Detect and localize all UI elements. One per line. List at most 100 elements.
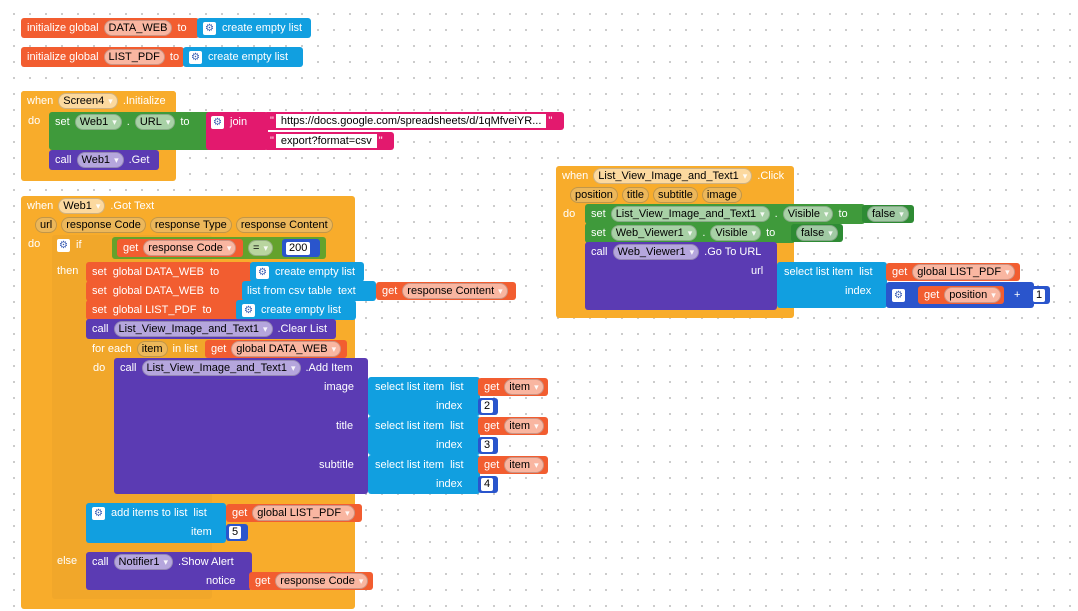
url-string-field[interactable]: https://docs.google.com/spreadsheets/d/1… [275,114,547,128]
number-field[interactable]: 1 [1033,288,1046,302]
create-empty-list-label: create empty list [261,304,342,316]
component-dropdown[interactable]: Web_Viewer1 [610,225,698,241]
number-field[interactable]: 4 [481,477,494,491]
get-label: get [924,289,940,301]
to-label: to [209,285,220,297]
get-label: get [232,507,248,519]
to-label: to [766,227,776,239]
dot-label: . [702,227,706,239]
param-position[interactable]: position [570,187,618,203]
set-data-web-block[interactable] [86,262,252,282]
param-response-content[interactable]: response Content [235,217,333,233]
csv-string-field[interactable]: export?format=csv [275,134,377,148]
variable-dropdown[interactable]: response Code [275,573,369,589]
else-label: else [57,555,78,567]
set-label: set [92,285,107,297]
to-label: to [838,208,848,220]
method-label: .Clear List [277,323,328,335]
get-label: get [382,285,398,297]
select-list-item-block[interactable] [368,377,480,416]
param-response-type[interactable]: response Type [149,217,232,233]
create-empty-list-block[interactable] [197,18,311,38]
set-data-web-csv-block[interactable] [86,281,244,301]
variable-dropdown[interactable]: global LIST_PDF [252,505,355,521]
variable-dropdown[interactable]: item [504,418,544,434]
create-empty-list-label: create empty list [275,266,356,278]
component-dropdown[interactable]: List_View_Image_and_Text1 [141,360,301,376]
list-from-csv-block[interactable] [242,281,376,301]
number-field[interactable]: 200 [286,241,311,255]
method-label: .Go To URL [704,246,762,258]
gear-icon[interactable]: ⚙ [57,238,70,252]
component-dropdown[interactable]: List_View_Image_and_Text1 [113,321,273,337]
then-label: then [57,265,79,277]
create-empty-list-block[interactable] [183,47,303,67]
to-label: to [177,22,187,34]
component-dropdown[interactable]: List_View_Image_and_Text1 [610,206,770,222]
component-dropdown[interactable]: Notifier1 [113,554,174,570]
variable-dropdown[interactable]: item [504,457,544,473]
gear-icon[interactable]: ⚙ [92,506,105,520]
operator-dropdown[interactable]: = [248,240,273,256]
variable-dropdown[interactable]: response Code [143,240,237,256]
variable-dropdown[interactable]: global LIST_PDF [912,264,1015,280]
param-response-code[interactable]: response Code [61,217,146,233]
param-subtitle[interactable]: subtitle [653,187,698,203]
create-empty-list-block[interactable] [250,262,364,282]
property-dropdown[interactable]: Visible [782,206,834,222]
list-label: list [450,420,464,432]
to-label: to [169,51,180,63]
number-field[interactable]: 3 [481,438,494,452]
loop-variable-field[interactable]: item [136,341,168,357]
number-field[interactable]: 2 [481,399,494,413]
property-dropdown[interactable]: Visible [710,225,762,241]
component-dropdown[interactable]: Web_Viewer1 [612,244,700,260]
variable-dropdown[interactable]: response Content [402,283,508,299]
do-label: do [563,208,576,220]
select-list-item-block[interactable] [777,262,887,308]
call-label: call [92,323,109,335]
title-label: title [336,420,354,432]
select-list-item-block[interactable] [368,416,480,455]
component-dropdown[interactable]: Web1 [58,198,106,214]
add-items-to-list-block[interactable] [86,503,226,543]
gear-icon[interactable]: ⚙ [189,50,202,64]
select-list-item-block[interactable] [368,455,480,494]
select-list-item-label: select list item [375,459,445,471]
global-name-field[interactable]: LIST_PDF [103,49,165,65]
boolean-dropdown[interactable]: false [796,225,838,241]
property-dropdown[interactable]: URL [134,114,176,130]
gear-icon[interactable]: ⚙ [892,288,905,302]
gear-icon[interactable]: ⚙ [211,115,224,129]
call-add-item-block[interactable] [114,358,368,494]
plus-label: + [1014,289,1021,301]
variable-label: global LIST_PDF [112,304,197,316]
component-dropdown[interactable]: Web1 [74,114,122,130]
when-label: when [27,95,54,107]
set-label: set [92,304,107,316]
component-dropdown[interactable]: Screen4 [58,93,118,109]
method-label: .Show Alert [178,556,234,568]
variable-dropdown[interactable]: item [504,379,544,395]
set-list-pdf-block[interactable] [86,300,238,320]
component-dropdown[interactable]: Web1 [76,152,124,168]
call-label: call [591,246,608,258]
param-url[interactable]: url [35,217,58,233]
gear-icon[interactable]: ⚙ [242,303,255,317]
component-dropdown[interactable]: List_View_Image_and_Text1 [593,168,753,184]
gear-icon[interactable]: ⚙ [256,265,269,279]
variable-dropdown[interactable]: position [944,287,1001,303]
create-empty-list-block[interactable] [236,300,356,320]
global-name-field[interactable]: DATA_WEB [103,20,173,36]
number-field[interactable]: 5 [229,525,242,539]
set-label: set [591,227,606,239]
param-title[interactable]: title [621,187,650,203]
param-image[interactable]: image [701,187,742,203]
variable-dropdown[interactable]: global DATA_WEB [231,341,342,357]
get-label: get [211,343,227,355]
method-label: .Add Item [305,362,353,374]
gear-icon[interactable]: ⚙ [203,21,216,35]
boolean-dropdown[interactable]: false [867,206,909,222]
get-label: get [123,242,139,254]
to-label: to [202,304,212,316]
